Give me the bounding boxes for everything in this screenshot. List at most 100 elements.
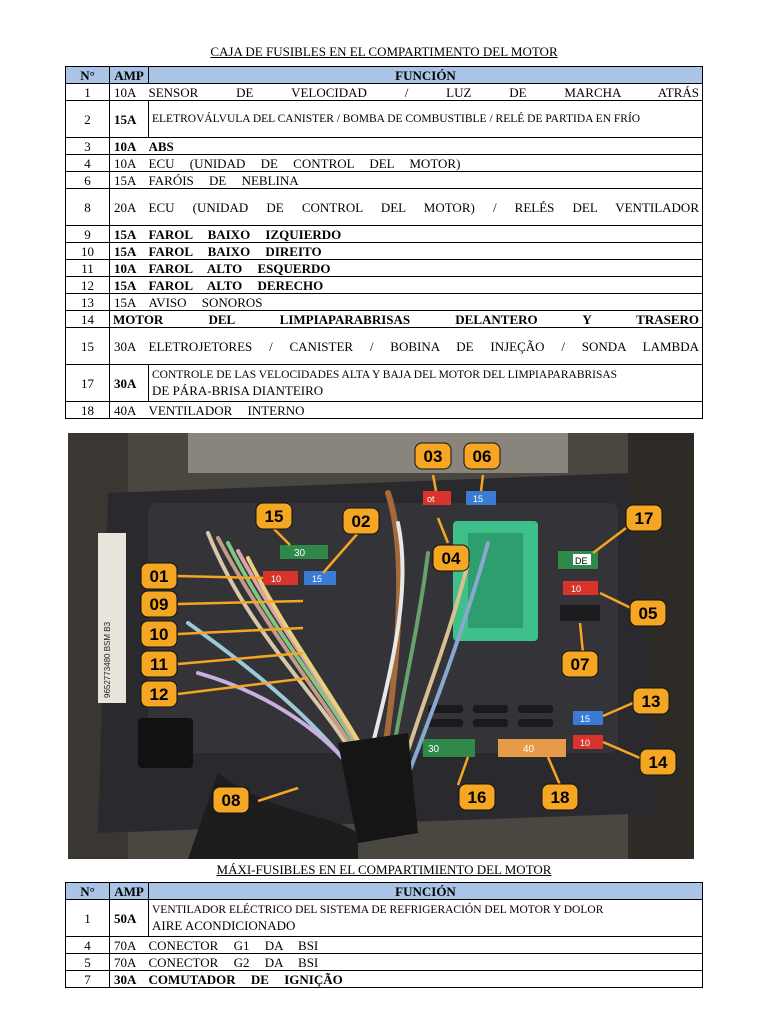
row-function-line: CONTROLE DE LAS VELOCIDADES ALTA Y BAJA … (152, 369, 618, 381)
row-num: 1 (65, 899, 110, 937)
callout-badge (140, 650, 178, 678)
row-num: 15 (65, 327, 110, 365)
row-num: 14 (65, 310, 110, 328)
table-row: 1 10A SENSOR DE VELOCIDAD / LUZ DE MARCH… (65, 83, 703, 101)
row-amp: 10A (109, 137, 149, 155)
row-function: VENTILADOR INTERNO (148, 401, 703, 419)
callout-label: 08 (222, 791, 241, 810)
row-num: 13 (65, 293, 110, 311)
row-function: FAROL ALTO DERECHO (148, 276, 703, 294)
fuse-label: 15 (312, 574, 322, 584)
callout-badge (414, 442, 452, 470)
callout-labels: 01 02 03 04 05 06 07 08 09 10 11 12 13 1… (140, 442, 677, 814)
row-amp: 30A (109, 970, 149, 988)
callout-badge (140, 620, 178, 648)
callout-label: 10 (150, 625, 169, 644)
row-amp: 15A (109, 242, 149, 260)
callout-label: 09 (150, 595, 169, 614)
header-function: FUNCIÓN (148, 66, 703, 84)
row-num: 18 (65, 401, 110, 419)
table-row: 8 20A ECU (UNIDAD DE CONTROL DEL MOTOR) … (65, 188, 703, 226)
connector-block (138, 718, 193, 768)
callout-badge (140, 680, 178, 708)
row-num: 11 (65, 259, 110, 277)
callout-label: 05 (639, 604, 658, 623)
fuse-05 (563, 581, 598, 595)
table-row: 4 10A ECU (UNIDAD DE CONTROL DEL MOTOR) (65, 154, 703, 172)
callout-label: 12 (150, 685, 169, 704)
callout-label: 13 (642, 692, 661, 711)
fuse-label: 40 (523, 744, 535, 755)
fuse-label: 10 (571, 584, 581, 594)
header-num: N° (65, 66, 110, 84)
row-function: SENSOR DE VELOCIDAD / LUZ DE MARCHA ATRÁ… (148, 83, 703, 101)
fuse-label: ot (427, 494, 435, 504)
vent-slot (473, 719, 508, 727)
fuse-label: 10 (580, 738, 590, 748)
callout-badge (632, 687, 670, 715)
table-row: 15 30A ELETROJETORES / CANISTER / BOBINA… (65, 327, 703, 365)
row-num: 7 (65, 970, 110, 988)
header-amp: AMP (109, 882, 149, 900)
callout-label: 07 (571, 655, 590, 674)
row-amp: 70A (109, 936, 149, 954)
callout-badge (463, 442, 501, 470)
table-row: 5 70A CONECTOR G2 DA BSI (65, 953, 703, 971)
fuse-14 (573, 735, 603, 749)
row-num: 3 (65, 137, 110, 155)
row-function: AVISO SONOROS (148, 293, 703, 311)
row-function: COMUTADOR DE IGNIÇÃO (148, 970, 703, 988)
callout-label: 15 (265, 507, 284, 526)
row-function: ECU (UNIDAD DE CONTROL DEL MOTOR) (148, 154, 703, 172)
vent-slot (473, 705, 508, 713)
callout-badge (561, 650, 599, 678)
row-function: FAROL ALTO ESQUERDO (148, 259, 703, 277)
row-amp: 10A (109, 154, 149, 172)
table-row: 7 30A COMUTADOR DE IGNIÇÃO (65, 970, 703, 988)
row-amp: 15A (109, 225, 149, 243)
table-header-row: N° AMP FUNCIÓN (65, 882, 703, 900)
row-amp: 15A (109, 100, 149, 138)
callout-badge (629, 599, 667, 627)
table-header-row: N° AMP FUNCIÓN (65, 66, 703, 84)
row-amp: 70A (109, 953, 149, 971)
row-function: FARÓIS DE NEBLINA (148, 171, 703, 189)
row-function: VENTILADOR ELÉCTRICO DEL SISTEMA DE REFR… (148, 899, 703, 937)
row-num: 4 (65, 936, 110, 954)
row-function-line: VENTILADOR ELÉCTRICO DEL SISTEMA DE REFR… (152, 904, 604, 916)
callout-label: 18 (551, 788, 570, 807)
callout-badge (639, 748, 677, 776)
vent-slot (518, 705, 553, 713)
row-amp: 30A (109, 364, 149, 402)
header-amp: AMP (109, 66, 149, 84)
row-function: FAROL BAIXO DIREITO (148, 242, 703, 260)
page-title: CAJA DE FUSIBLES EN EL COMPARTIMENTO DEL… (210, 44, 558, 59)
harness-tape (338, 733, 418, 843)
fuse-06 (466, 491, 496, 505)
row-amp: 30A (109, 327, 149, 365)
row-amp: 50A (109, 899, 149, 937)
callout-badge (255, 502, 293, 530)
row-amp: 15A (109, 171, 149, 189)
fuse-label: 10 (271, 574, 281, 584)
vent-slot (428, 705, 463, 713)
callout-badge (432, 544, 470, 572)
row-function: ABS (148, 137, 703, 155)
fuse-18 (498, 739, 566, 757)
table-row: 13 15A AVISO SONOROS (65, 293, 703, 311)
row-amp: 15A (109, 293, 149, 311)
fuse-16 (423, 739, 475, 757)
table-row: 14 MOTOR DEL LIMPIAPARABRISAS DELANTERO … (65, 310, 703, 328)
maxi-fuse-table: N° AMP FUNCIÓN 1 50A VENTILADOR ELÉCTRIC… (65, 882, 703, 988)
row-function-line: DE PÁRA-BRISA DIANTEIRO (152, 383, 324, 398)
callout-arrows (175, 474, 641, 803)
fuse-02 (304, 571, 336, 585)
table-row: 6 15A FARÓIS DE NEBLINA (65, 171, 703, 189)
header-function: FUNCIÓN (148, 882, 703, 900)
row-function: ELETROVÁLVULA DEL CANISTER / BOMBA DE CO… (148, 100, 703, 138)
callout-badge (541, 783, 579, 811)
table-row: 4 70A CONECTOR G1 DA BSI (65, 936, 703, 954)
callout-badge (342, 507, 380, 535)
callout-label: 14 (649, 753, 668, 772)
callout-badge (625, 504, 663, 532)
